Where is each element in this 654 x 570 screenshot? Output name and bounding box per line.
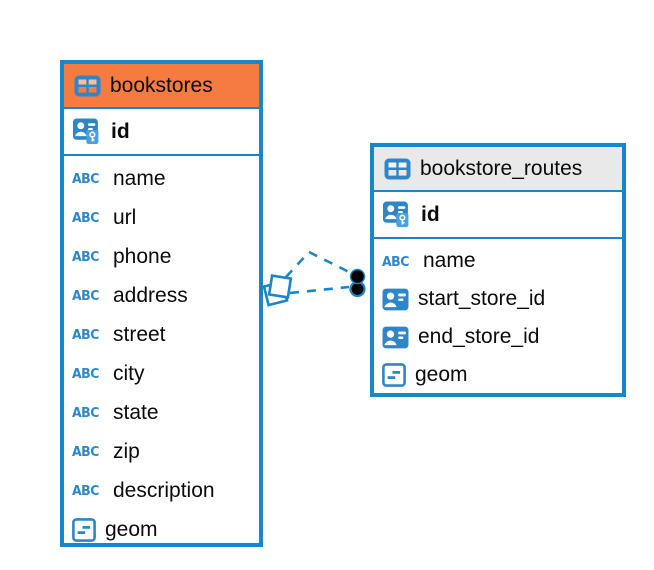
text-type-icon: ABC (72, 365, 99, 382)
column-row[interactable]: ABC zip (64, 432, 259, 471)
text-type-icon: ABC (72, 287, 99, 304)
column-name: end_store_id (418, 325, 540, 348)
text-type-icon: ABC (72, 326, 99, 343)
column-name: geom (415, 363, 468, 386)
column-row[interactable]: geom (374, 356, 622, 394)
entity-table-bookstore-routes[interactable]: bookstore_routes id ABC name start_store… (370, 143, 626, 397)
column-name: name (113, 166, 166, 190)
column-name: start_store_id (418, 287, 546, 310)
column-name: url (113, 205, 137, 229)
reference-type-icon (382, 326, 409, 349)
relationship-diamond-marker[interactable] (267, 274, 293, 299)
geometry-type-icon (72, 518, 96, 542)
entity-table-bookstores[interactable]: bookstores id ABC name ABC url ABC phone… (60, 60, 263, 547)
text-type-icon: ABC (72, 482, 99, 499)
reference-type-icon (382, 288, 409, 311)
fk-relationship-line[interactable] (285, 250, 352, 278)
geometry-type-icon (382, 363, 406, 387)
fk-relationship-line[interactable] (289, 285, 350, 295)
column-name: city (113, 361, 145, 385)
column-row[interactable]: ABC name (64, 159, 259, 198)
column-name: phone (113, 244, 172, 268)
text-type-icon: ABC (72, 443, 99, 460)
column-name: geom (105, 517, 158, 541)
column-row[interactable]: ABC city (64, 354, 259, 393)
column-row-id[interactable]: id (374, 192, 622, 239)
column-row[interactable]: ABC description (64, 471, 259, 510)
primary-key-icon (72, 118, 102, 145)
column-row[interactable]: ABC address (64, 276, 259, 315)
column-row-id[interactable]: id (64, 109, 259, 156)
table-name: bookstore_routes (420, 156, 583, 180)
column-row[interactable]: ABC street (64, 315, 259, 354)
table-name: bookstores (110, 73, 213, 97)
text-type-icon: ABC (72, 209, 99, 226)
bookstores-columns: ABC name ABC url ABC phone ABC address A… (64, 156, 259, 552)
column-row[interactable]: ABC phone (64, 237, 259, 276)
table-icon (74, 75, 101, 97)
bookstore-routes-columns: ABC name start_store_id end_store_id ge (374, 239, 622, 397)
column-name: id (421, 202, 440, 226)
column-row[interactable]: start_store_id (374, 280, 622, 318)
primary-key-icon (382, 201, 412, 228)
column-name: street (113, 322, 166, 346)
text-type-icon: ABC (72, 404, 99, 421)
bookstore-routes-header[interactable]: bookstore_routes (374, 147, 622, 192)
column-row[interactable]: end_store_id (374, 318, 622, 356)
bookstores-header[interactable]: bookstores (64, 64, 259, 109)
text-type-icon: ABC (382, 253, 409, 269)
column-row[interactable]: ABC name (374, 242, 622, 280)
relationship-diamond-marker[interactable] (262, 280, 289, 307)
column-name: id (111, 119, 130, 143)
text-type-icon: ABC (72, 248, 99, 265)
column-row[interactable]: geom (64, 510, 259, 549)
text-type-icon: ABC (72, 170, 99, 187)
column-name: state (113, 400, 159, 424)
column-row[interactable]: ABC url (64, 198, 259, 237)
table-icon (384, 158, 411, 180)
column-name: address (113, 283, 188, 307)
column-row[interactable]: ABC state (64, 393, 259, 432)
column-name: description (113, 478, 215, 502)
column-name: name (423, 249, 476, 272)
column-name: zip (113, 439, 140, 463)
